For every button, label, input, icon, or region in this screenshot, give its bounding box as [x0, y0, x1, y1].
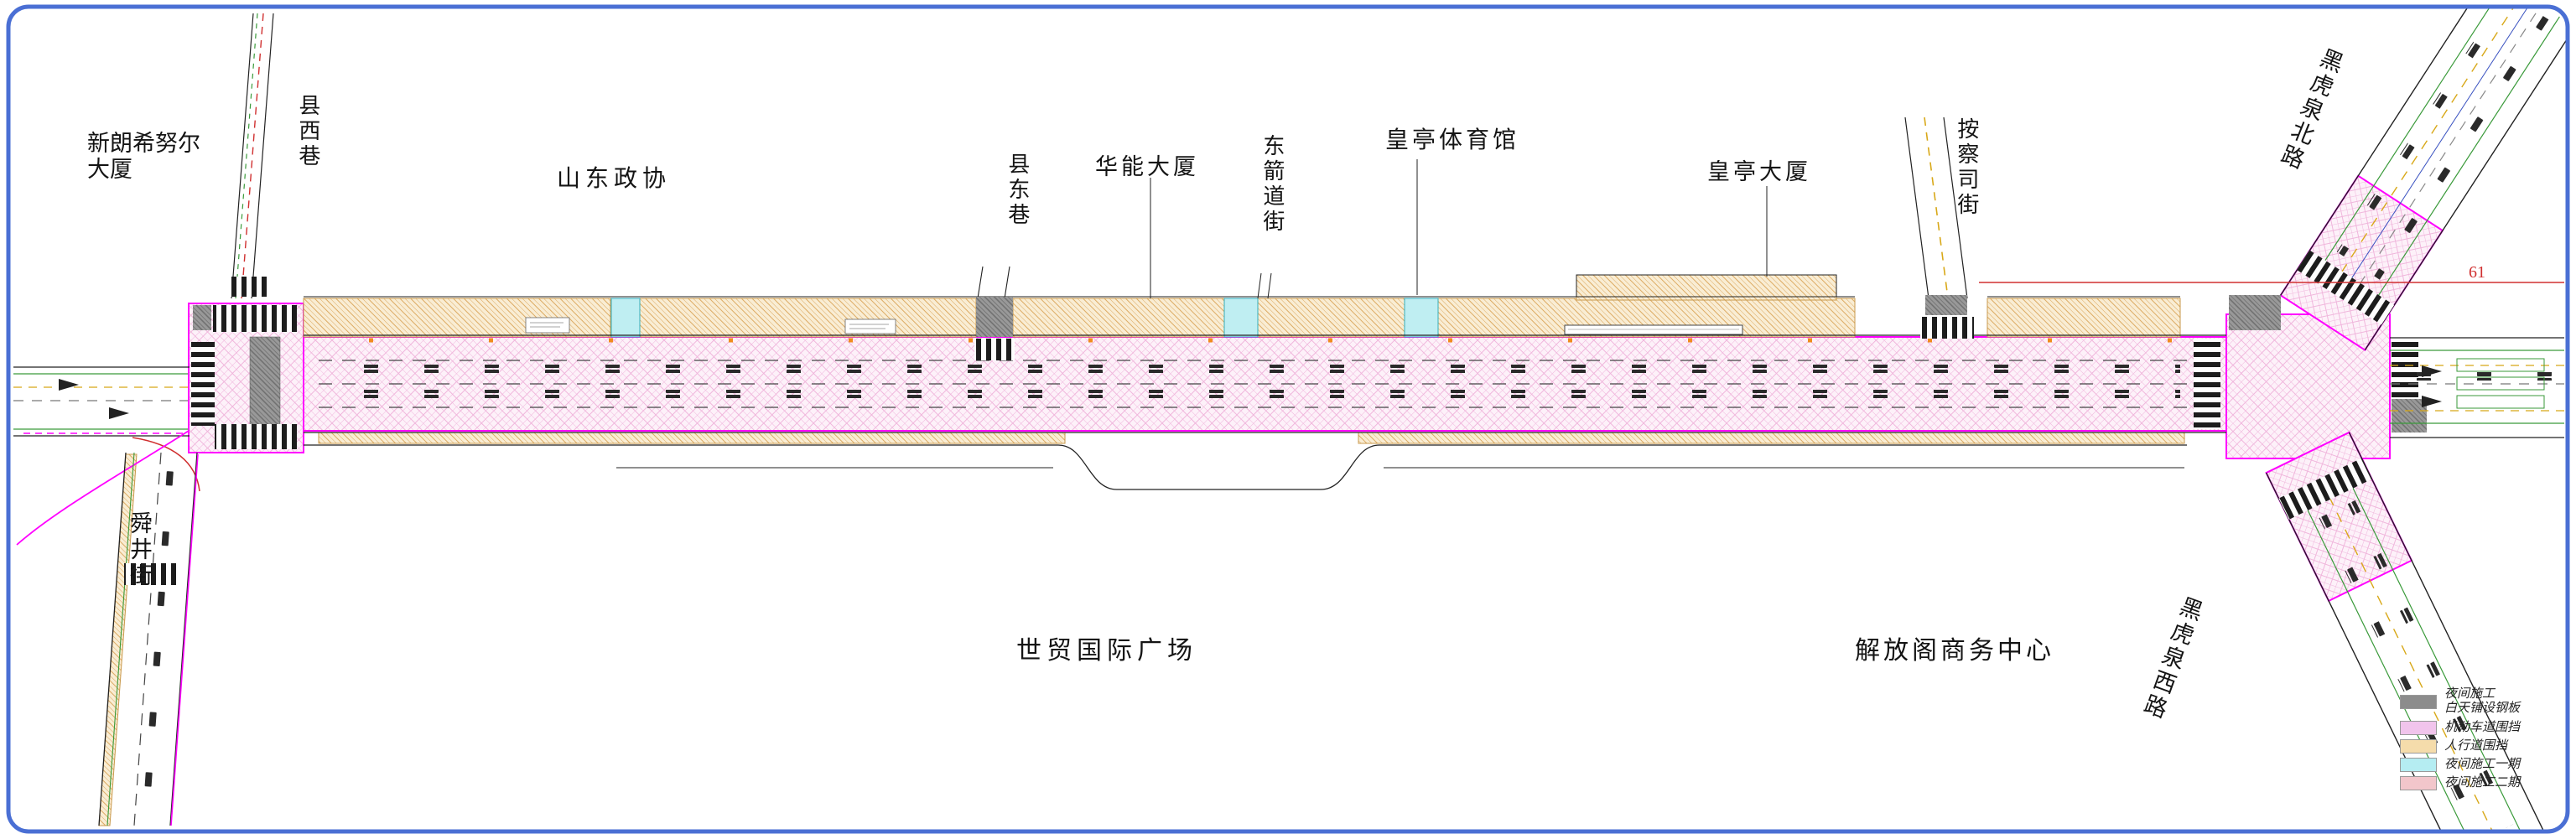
motorway-fenced-areas: [188, 174, 2444, 603]
legend-swatch-sidewalk-fence: [2400, 738, 2437, 754]
label-leader-lines: [1150, 159, 1768, 298]
label-street-anchasi: 按察司街: [1954, 117, 1979, 218]
crosswalk: [974, 339, 1015, 360]
steel-plate: [1925, 295, 1967, 315]
legend-label-line: 夜间施工: [2444, 687, 2496, 701]
street-xianxi-lines: [230, 13, 274, 299]
label-street-xianxi: 县西巷: [295, 94, 320, 169]
sidewalk-fenced-areas: [98, 274, 2185, 826]
legend-item-night-phase1: 夜间施工一期: [2400, 758, 2576, 773]
label-building-jiefangge: 解放阁商务中心: [1855, 637, 2054, 665]
legend-swatch-night-phase2: [2400, 776, 2437, 791]
crosswalk: [2278, 458, 2372, 520]
crosswalk: [2297, 250, 2395, 325]
east-approach-road: [2390, 337, 2564, 438]
legend-item-sidewalk-fence: 人行道围挡: [2400, 739, 2576, 754]
label-line: 大厦: [87, 157, 132, 183]
label-building-huaneng: 华能大厦: [1095, 154, 1199, 179]
sign-boxes: [525, 317, 1743, 335]
road-heihuquan-west-lines: [2265, 432, 2556, 831]
lane-arrow: [2422, 365, 2442, 377]
label-building-xinlang-xinuer: 新朗希努尔 大厦: [87, 131, 200, 183]
street-xiandong-lines: [974, 266, 1015, 360]
steel-plate: [2392, 399, 2427, 432]
legend-swatch-motorway-fence: [2400, 720, 2437, 735]
legend-label-line: 白天铺设钢板: [2444, 702, 2521, 716]
lane-arrow: [59, 379, 79, 391]
right-intersection-details: [2194, 295, 2427, 432]
steel-plate: [2229, 295, 2281, 330]
legend-item-night-steel: 夜间施工 白天铺设钢板: [2400, 687, 2576, 717]
crosswalk: [1920, 317, 1974, 339]
crosswalk: [2194, 339, 2220, 429]
legend-swatch-night-phase1: [2400, 758, 2437, 773]
legend-label: 人行道围挡: [2444, 738, 2508, 753]
drawing-frame: [6, 4, 2570, 834]
street-shunjing-lines: [98, 452, 199, 826]
night-phase1-patches: [610, 298, 1439, 338]
main-road-lines: [304, 274, 2226, 490]
legend-label: 夜间施工二期: [2444, 776, 2521, 790]
crosswalk: [191, 342, 215, 426]
street-anchasi-lines: [1904, 117, 1974, 339]
steel-plate: [193, 305, 211, 330]
label-building-huangting-daxia: 皇亭大厦: [1707, 159, 1811, 184]
legend-item-night-phase2: 夜间施工二期: [2400, 776, 2576, 791]
label-line: 新朗希努尔: [87, 131, 200, 156]
label-building-shimao: 世贸国际广场: [1016, 637, 1197, 665]
vehicle-marks-main: [352, 365, 2180, 398]
legend: 夜间施工 白天铺设钢板 机动车道围挡 人行道围挡 夜间施工一期 夜间施工二期: [2400, 687, 2576, 795]
lane-arrow: [109, 407, 129, 419]
label-street-dongjiandao: 东箭道街: [1259, 134, 1285, 235]
legend-label: 夜间施工一期: [2444, 758, 2521, 771]
legend-label: 夜间施工 白天铺设钢板: [2444, 687, 2520, 717]
west-approach-road: [13, 366, 200, 546]
legend-item-motorway-fence: 机动车道围挡: [2400, 721, 2576, 735]
label-street-shunjing: 舜井街: [127, 511, 153, 589]
steel-plate: [976, 297, 1013, 337]
street-dongjiandao-lines: [1257, 272, 1272, 299]
left-intersection-details: [191, 305, 297, 449]
legend-label: 机动车道围挡: [2444, 720, 2521, 734]
steel-plate: [249, 336, 281, 432]
crosswalk: [213, 305, 297, 332]
legend-swatch-night-steel: [2400, 694, 2437, 709]
crosswalk: [215, 424, 297, 449]
lane-arrow: [2422, 396, 2442, 407]
sheet-number: 61: [2469, 263, 2485, 282]
label-building-huangting-gym: 皇亭体育馆: [1385, 127, 1520, 153]
label-street-xiandong: 县东巷: [1005, 153, 1030, 228]
label-building-shandong-zhengxie: 山东政协: [557, 166, 672, 192]
